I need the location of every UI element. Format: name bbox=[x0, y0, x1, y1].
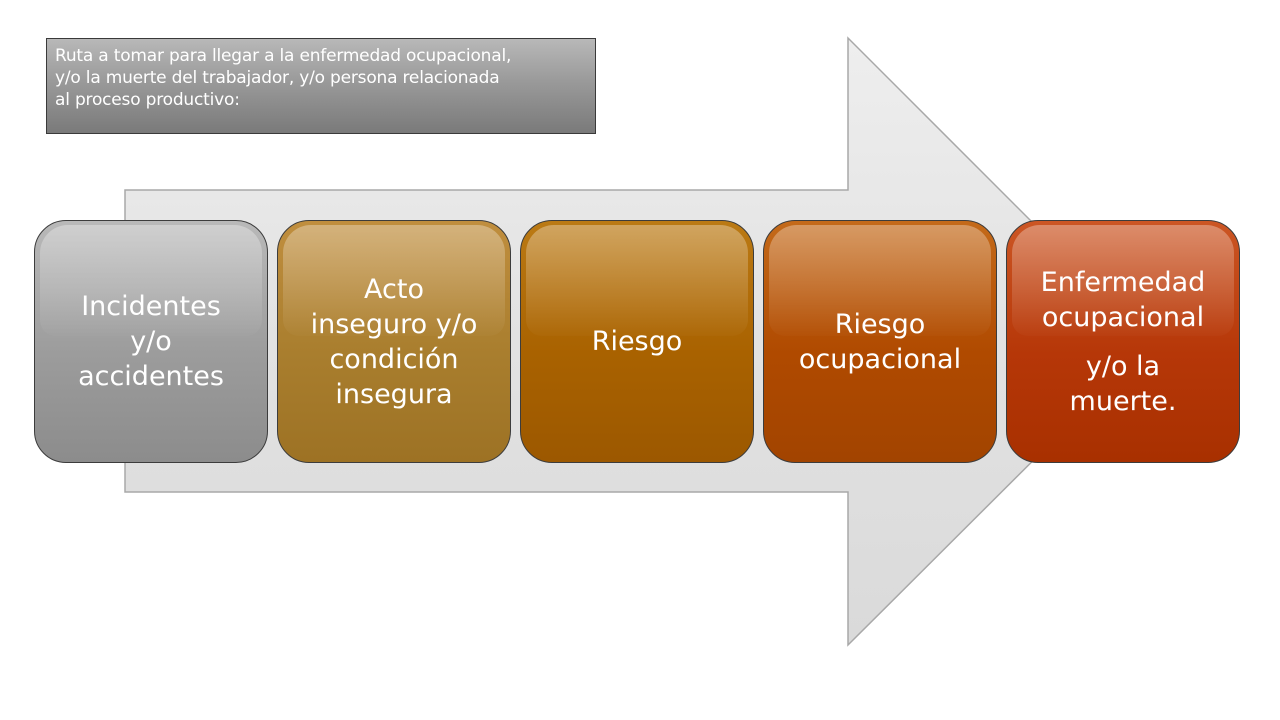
step-riesgo-ocupacional: Riesgo ocupacional bbox=[763, 220, 997, 463]
step-line: Riesgo bbox=[834, 308, 926, 340]
step-text: Acto inseguro y/o condición insegura bbox=[311, 272, 478, 412]
step-riesgo: Riesgo bbox=[520, 220, 754, 463]
step-line: Riesgo bbox=[591, 326, 683, 357]
step-line: Acto bbox=[364, 273, 424, 305]
step-line: condición bbox=[329, 343, 459, 375]
step-text: Riesgo ocupacional bbox=[799, 307, 961, 377]
step-line: y/o bbox=[130, 326, 172, 357]
step-line: ocupacional bbox=[798, 343, 962, 375]
step-line: y/o la bbox=[1085, 350, 1161, 382]
step-acto-inseguro: Acto inseguro y/o condición insegura bbox=[277, 220, 511, 463]
step-line: inseguro y/o bbox=[310, 308, 478, 340]
step-line: insegura bbox=[335, 378, 453, 410]
step-text: Enfermedad ocupacional y/o la muerte. bbox=[1041, 265, 1206, 419]
step-enfermedad-ocupacional: Enfermedad ocupacional y/o la muerte. bbox=[1006, 220, 1240, 463]
step-text: Incidentes y/o accidentes bbox=[78, 289, 224, 394]
caption-line: al proceso productivo: bbox=[55, 90, 240, 110]
step-line: muerte. bbox=[1069, 385, 1177, 417]
step-line: Enfermedad bbox=[1040, 266, 1206, 298]
step-text: Riesgo bbox=[592, 324, 683, 359]
step-line: ocupacional bbox=[1041, 301, 1205, 333]
step-line: Incidentes bbox=[81, 291, 221, 322]
caption-box: Ruta a tomar para llegar a la enfermedad… bbox=[46, 38, 596, 134]
caption-line: y/o la muerte del trabajador, y/o person… bbox=[55, 68, 500, 88]
step-line: accidentes bbox=[78, 361, 224, 392]
caption-line: Ruta a tomar para llegar a la enfermedad… bbox=[55, 46, 512, 66]
step-incidentes: Incidentes y/o accidentes bbox=[34, 220, 268, 463]
